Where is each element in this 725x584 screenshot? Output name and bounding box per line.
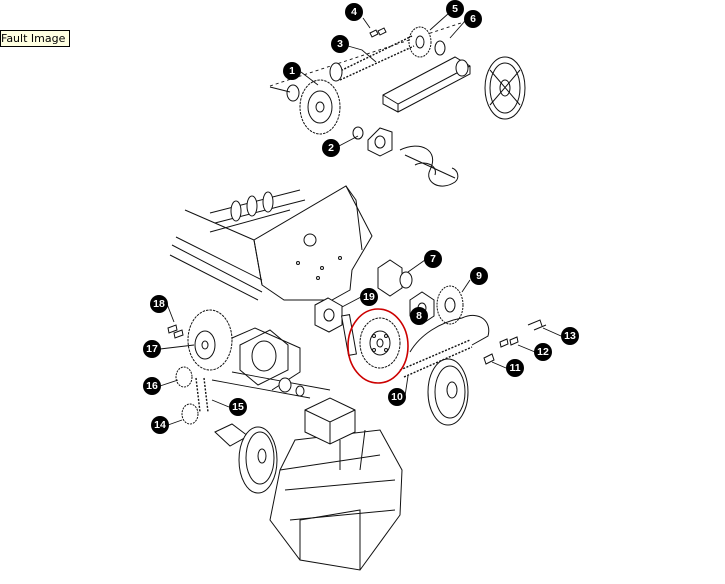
callout-9: 9 — [470, 267, 488, 285]
callout-7-label: 7 — [430, 253, 436, 265]
callout-14-label: 14 — [154, 419, 166, 431]
sprocket-17 — [187, 309, 233, 371]
sprocket-5 — [408, 26, 432, 58]
callout-10-label: 10 — [391, 391, 403, 403]
callout-12: 12 — [534, 343, 552, 361]
callout-13-label: 13 — [564, 330, 576, 342]
callout-6: 6 — [464, 10, 482, 28]
callout-1: 1 — [283, 62, 301, 80]
callout-3: 3 — [331, 35, 349, 53]
callout-11: 11 — [506, 359, 524, 377]
frame — [169, 185, 403, 571]
callout-12-label: 12 — [537, 346, 549, 358]
highlight-circle — [347, 308, 409, 384]
callout-14: 14 — [151, 416, 169, 434]
callout-2-label: 2 — [328, 142, 334, 154]
callout-9-label: 9 — [476, 270, 482, 282]
callout-6-label: 6 — [470, 13, 476, 25]
fault-image-tooltip: Fault Image — [0, 30, 71, 47]
upper-assembly — [269, 19, 526, 187]
callout-4: 4 — [345, 3, 363, 21]
callout-5: 5 — [446, 0, 464, 18]
callout-4-label: 4 — [351, 6, 357, 18]
callout-19-label: 19 — [363, 291, 375, 303]
left-drive — [167, 309, 331, 494]
callout-5-label: 5 — [452, 3, 458, 15]
sprocket-10 — [359, 317, 401, 369]
callout-16: 16 — [143, 377, 161, 395]
callout-18-label: 18 — [153, 298, 165, 310]
callout-15-label: 15 — [232, 401, 244, 413]
callout-17: 17 — [143, 340, 161, 358]
callout-17-label: 17 — [146, 343, 158, 355]
sprocket-1 — [299, 79, 341, 135]
callout-15: 15 — [229, 398, 247, 416]
callout-1-label: 1 — [289, 65, 295, 77]
callout-19: 19 — [360, 288, 378, 306]
callout-7: 7 — [424, 250, 442, 268]
callout-18: 18 — [150, 295, 168, 313]
callout-2: 2 — [322, 139, 340, 157]
callout-3-label: 3 — [337, 38, 343, 50]
callout-11-label: 11 — [509, 362, 520, 374]
callout-16-label: 16 — [146, 380, 158, 392]
sprocket-9 — [436, 285, 464, 325]
callout-10: 10 — [388, 388, 406, 406]
callout-8-label: 8 — [416, 310, 422, 322]
callout-8: 8 — [410, 307, 428, 325]
callout-13: 13 — [561, 327, 579, 345]
